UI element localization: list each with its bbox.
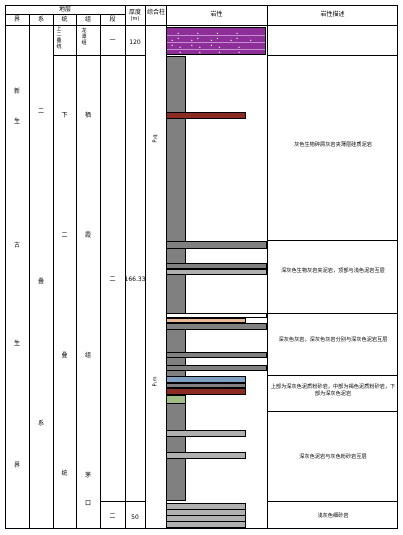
tong-upper-label: 上二叠统 [56,26,62,50]
white-band-1 [166,313,267,318]
xi-char-3: 系 [37,420,44,427]
peach-band-1 [166,318,246,323]
description-2: 深灰色生物灰岩夹泥岩，顶部与浅色泥岩互层 [281,268,385,274]
zu-char-5: 口 [84,500,91,507]
tong-char-3: 叠 [61,352,68,359]
grey-shale-band-1 [166,269,267,275]
header-description: 岩性描述 [320,11,345,18]
jie-char-3: 古 [13,242,20,249]
red-siltstone-band-2 [166,388,246,395]
col-line-2 [53,14,54,529]
green-band [166,395,186,404]
header-group-line [5,14,125,15]
jie-char-5: 界 [13,462,20,469]
col-line-8 [267,5,268,529]
header-bottom-line [5,25,398,26]
tong-char-4: 统 [61,470,68,477]
duan-lower: 二 [109,513,116,520]
description-5: 深灰色泥岩与灰色粉砂岩互层 [299,454,367,460]
blue-siltstone-band [166,376,246,383]
limestone-band-5 [166,365,267,371]
tong-char-2: 二 [61,232,68,239]
duan-middle: 二 [109,276,116,283]
column-mark-pq: P₁q [152,134,159,143]
zu-char-4: 茅 [84,472,91,479]
desc-line-5 [267,411,398,412]
grey-siltstone-band-2 [166,452,246,459]
header-lithology: 岩性 [210,11,223,18]
tong-char-1: 下 [61,112,68,119]
fine-sandstone-layer [166,503,246,528]
header-tong: 统 [61,16,68,23]
header-thickness: 厚度 [128,9,141,16]
limestone-band-3 [166,323,267,330]
header-zu: 组 [84,16,91,23]
col-line-4 [100,14,101,529]
duan-boundary-line [100,501,145,502]
description-3: 深灰色灰岩，深灰色灰岩分别与深灰色泥岩互层 [278,337,388,343]
desc-line-3 [267,313,398,314]
red-siltstone-band-1 [166,112,246,119]
header-xi: 系 [37,16,44,23]
col-line-3 [76,14,77,529]
thickness-3: 50 [131,514,139,521]
description-6: 浅灰色细砂岩 [317,513,349,519]
desc-line-1 [267,55,398,56]
header-duan: 段 [109,16,116,23]
thickness-1: 120 [129,39,141,46]
zu-char-2: 霞 [84,232,91,239]
header-strata-group: 地层 [58,6,71,13]
limestone-band-1 [166,241,267,249]
col-line-5 [125,5,126,529]
top-border [5,5,398,6]
zu-upper-label: 龙潭组 [81,28,87,46]
description-4: 上部为深灰色泥质粉砂岩，中部为褐色泥质粉砂岩，下部为深灰色泥岩 [270,384,396,397]
purple-mudstone-layer: • • • • • • • • • • • • • • • • • • • • … [166,27,266,55]
desc-line-2 [267,240,398,241]
tong-boundary-line [53,55,145,56]
description-1: 灰色生物碎屑灰岩夹薄层硅质泥岩 [294,142,372,148]
xi-char-1: 二 [37,108,44,115]
zu-char-1: 栖 [84,112,91,119]
column-mark-pm: P₁m [152,376,159,387]
grey-siltstone-band-1 [166,430,246,437]
col-line-1 [29,14,30,529]
jie-char-2: 生 [13,118,20,125]
header-thickness-unit: (m) [130,16,140,22]
thickness-2: 166.33 [124,276,146,283]
xi-char-2: 叠 [37,278,44,285]
col-line-6 [145,5,146,529]
desc-line-4 [267,375,398,376]
desc-line-6 [267,501,398,502]
limestone-band-2 [166,263,267,269]
duan-upper: 一 [109,37,116,44]
limestone-band-6 [166,383,246,388]
zu-char-3: 组 [84,352,91,359]
jie-char-1: 新 [13,88,20,95]
header-column: 综合柱 [146,9,165,16]
jie-char-4: 生 [13,340,20,347]
header-jie: 界 [13,16,20,23]
limestone-band-4 [166,352,267,358]
